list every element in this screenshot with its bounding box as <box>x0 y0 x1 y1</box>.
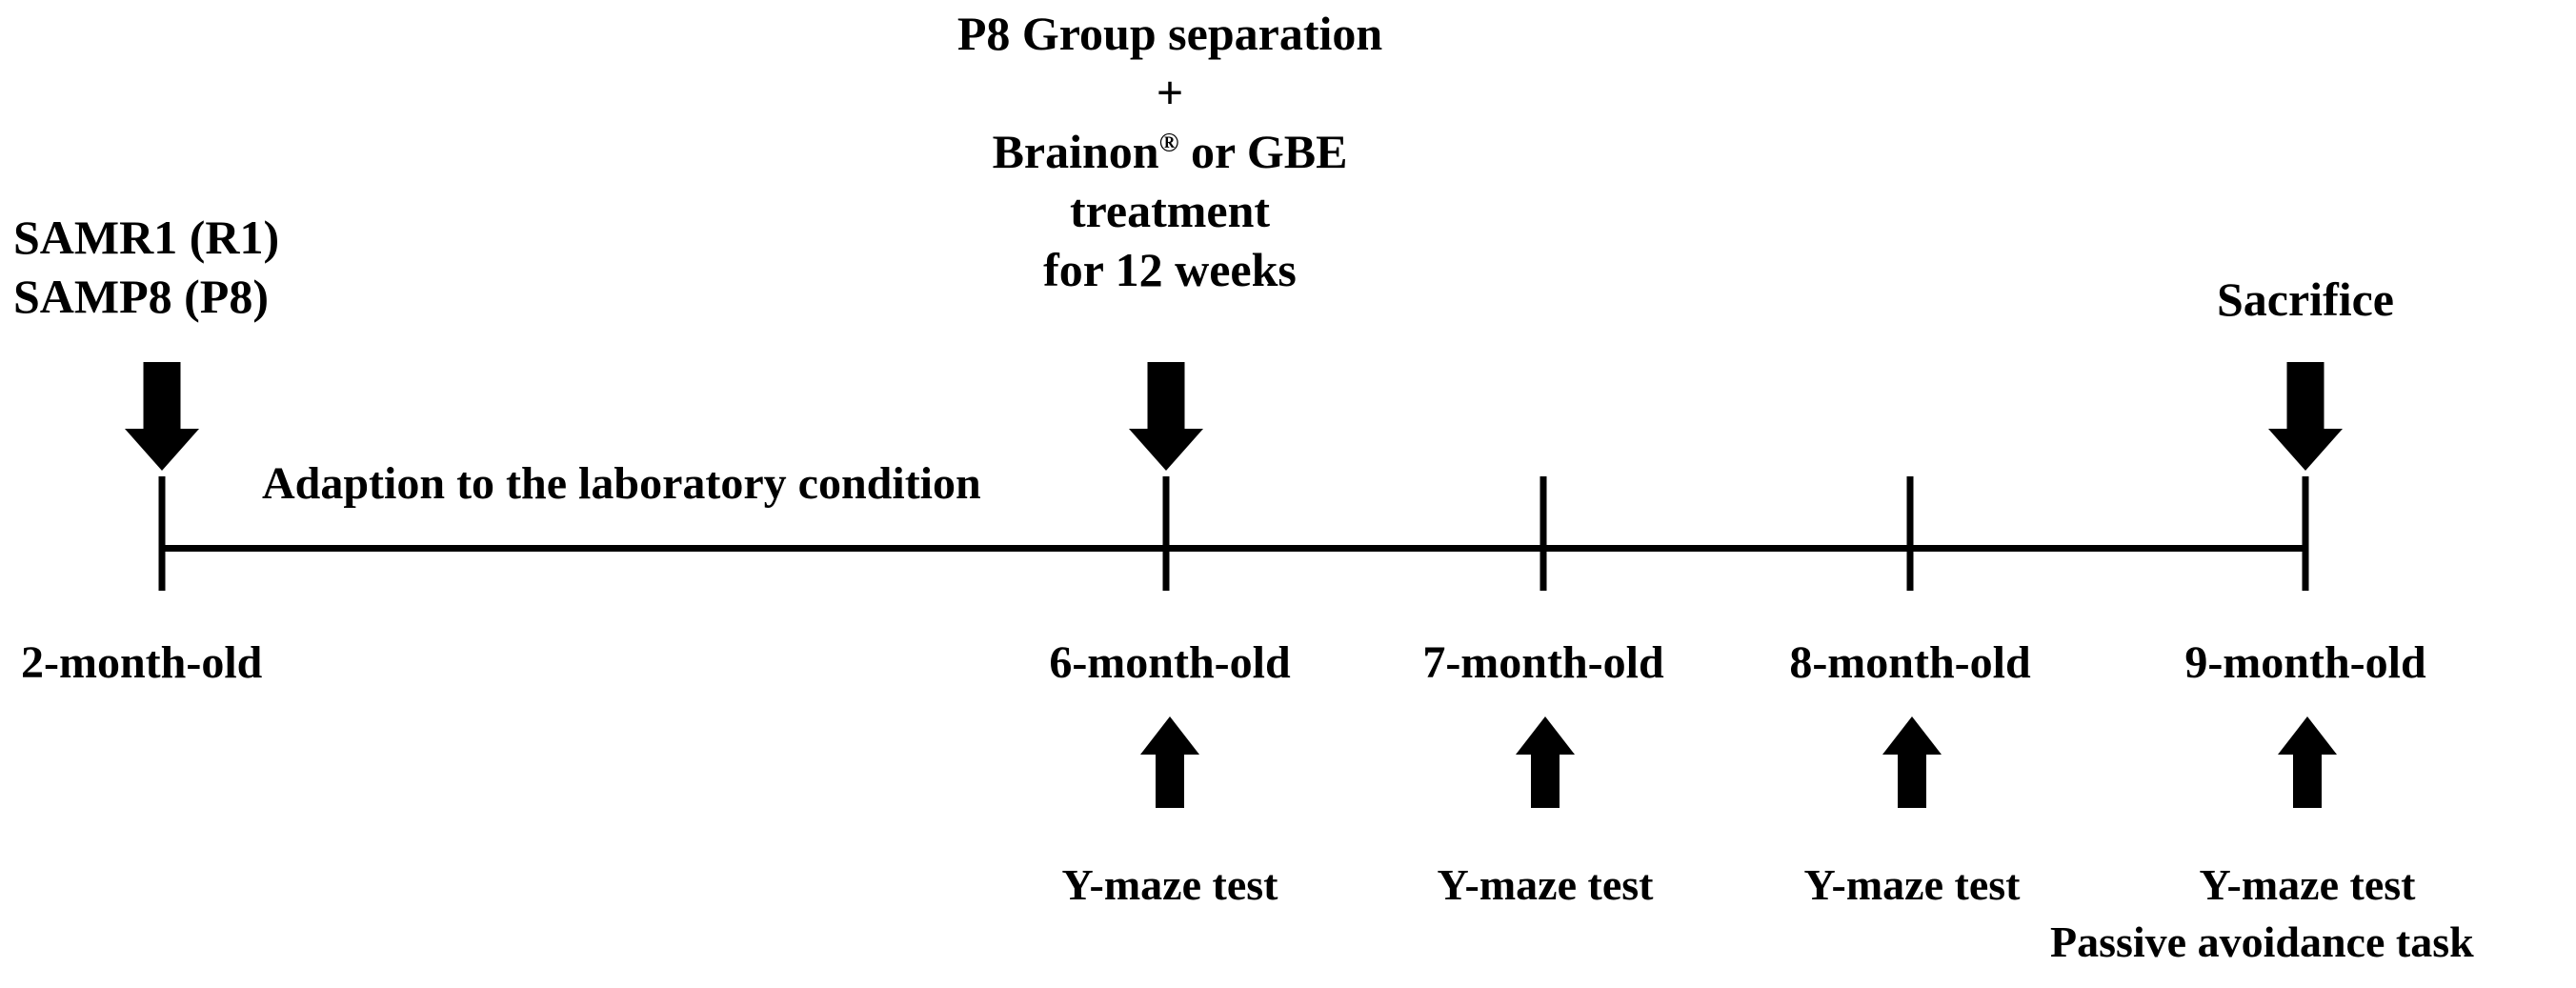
duration-line: for 12 weeks <box>1043 243 1297 296</box>
tick-9-month <box>2302 476 2309 591</box>
arrow-shaft <box>1156 749 1184 808</box>
arrow-down-icon-sacrifice <box>2268 362 2343 471</box>
arrow-head <box>1140 716 1199 755</box>
arrow-shaft <box>1531 749 1560 808</box>
treatment-line: treatment <box>1069 184 1271 237</box>
arrow-head <box>1129 429 1203 471</box>
age-label-2-month: 2-month-old <box>21 637 263 688</box>
tick-2-month <box>158 476 166 591</box>
arrow-shaft <box>2293 749 2322 808</box>
arrow-shaft <box>1898 749 1926 808</box>
sacrifice-label: Sacrifice <box>2216 272 2395 326</box>
tick-8-month <box>1906 476 1914 591</box>
arrow-shaft <box>143 362 181 431</box>
test-label-passive-avoidance: Passive avoidance task <box>2050 917 2474 966</box>
arrow-shaft <box>2286 362 2324 431</box>
arrow-up-icon-6-month <box>1140 716 1199 808</box>
registered-trademark-icon: ® <box>1158 128 1179 158</box>
age-label-8-month: 8-month-old <box>1789 637 2031 688</box>
strain-samp8: SAMP8 (P8) <box>13 270 269 323</box>
tick-7-month <box>1540 476 1547 591</box>
age-label-6-month: 6-month-old <box>1049 637 1291 688</box>
arrow-up-icon-8-month <box>1882 716 1942 808</box>
test-label-ymaze-9-month: Y-maze test <box>2199 860 2416 909</box>
arrow-head <box>2278 716 2337 755</box>
arrow-head <box>125 429 199 471</box>
brainon-gbe-line: Brainon® or GBE <box>957 122 1382 181</box>
arrow-down-icon-start <box>125 362 199 471</box>
test-label-ymaze-8-month: Y-maze test <box>1803 860 2021 909</box>
or-gbe-text: or GBE <box>1178 125 1348 178</box>
tick-6-month <box>1162 476 1170 591</box>
arrow-head <box>1882 716 1942 755</box>
group-separation-line: P8 Group separation <box>956 7 1383 60</box>
arrow-up-icon-7-month <box>1516 716 1575 808</box>
treatment-annotation: P8 Group separation + Brainon® or GBE tr… <box>957 4 1382 299</box>
timeline-axis <box>162 545 2307 552</box>
strain-samr1: SAMR1 (R1) <box>13 211 280 264</box>
test-label-ymaze-7-month: Y-maze test <box>1437 860 1654 909</box>
adaptation-label: Adaption to the laboratory condition <box>262 458 981 509</box>
test-label-ymaze-6-month: Y-maze test <box>1061 860 1278 909</box>
arrow-head <box>2268 429 2343 471</box>
age-label-7-month: 7-month-old <box>1422 637 1664 688</box>
arrow-shaft <box>1147 362 1185 431</box>
arrow-down-icon-treatment <box>1129 362 1203 471</box>
strain-labels: SAMR1 (R1) SAMP8 (P8) <box>13 208 279 326</box>
plus-sign: + <box>1156 66 1184 119</box>
arrow-up-icon-9-month <box>2278 716 2337 808</box>
arrow-head <box>1516 716 1575 755</box>
age-label-9-month: 9-month-old <box>2184 637 2426 688</box>
brainon-text: Brainon <box>992 125 1159 178</box>
